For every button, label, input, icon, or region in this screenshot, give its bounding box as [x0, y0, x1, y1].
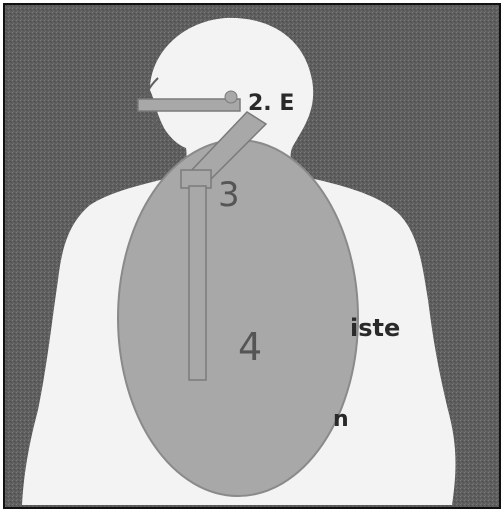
label-right-mid: iste — [350, 314, 400, 342]
nasal-tube — [138, 99, 240, 111]
label-junction: 3 — [218, 175, 240, 215]
vertical-tube — [189, 186, 206, 380]
nasal-tube-tip — [225, 91, 237, 103]
label-nose-tube: 2. E — [248, 91, 294, 116]
label-right-low: n — [333, 407, 349, 432]
label-lung: 4 — [238, 325, 262, 369]
